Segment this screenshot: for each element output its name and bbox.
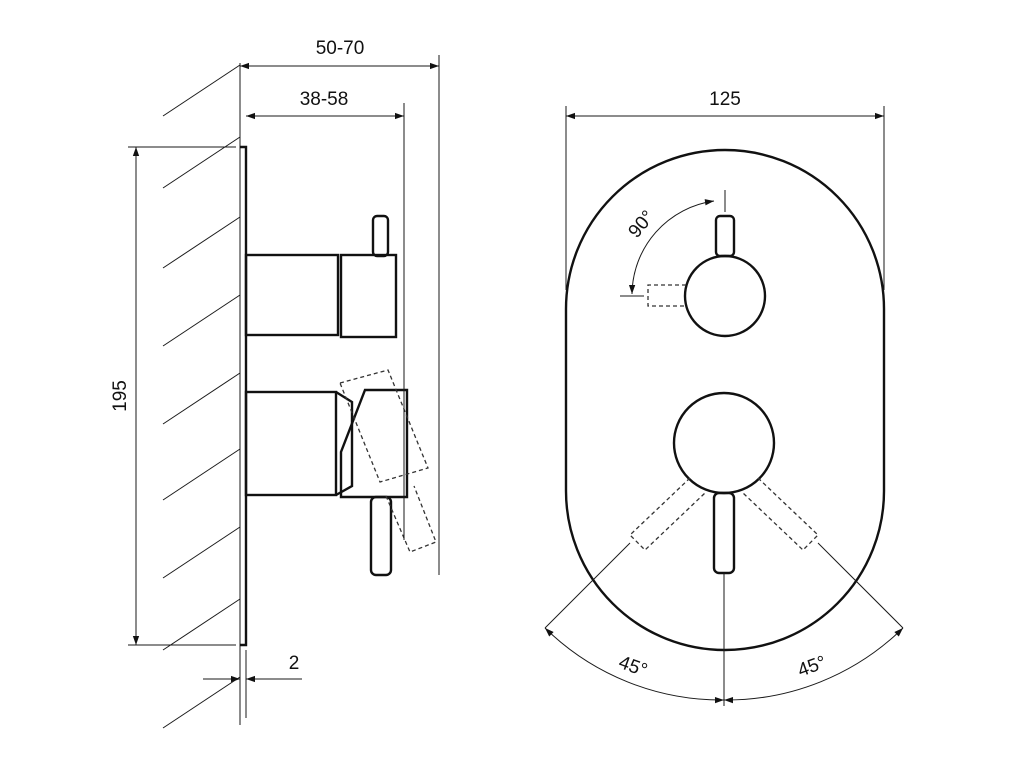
lower-collar bbox=[335, 390, 354, 497]
width-extension-lines bbox=[565, 106, 885, 290]
angle-bottom-left: 45° bbox=[616, 652, 650, 682]
bottom-lever-alt-positions bbox=[629, 477, 819, 551]
lower-cartridge bbox=[244, 390, 338, 497]
top-lever-alt-position bbox=[647, 284, 686, 307]
angle-arc-right bbox=[723, 627, 904, 704]
bottom-lever bbox=[712, 491, 736, 575]
extension-lines bbox=[128, 55, 440, 718]
lower-handle-alt-position bbox=[339, 369, 437, 553]
wall-hatching bbox=[162, 64, 241, 729]
bottom-knob bbox=[672, 391, 776, 495]
top-lever bbox=[714, 214, 736, 258]
rotation-arc-90 bbox=[628, 199, 715, 295]
angle-bottom-right: 45° bbox=[795, 652, 829, 682]
angle-reference-lines bbox=[544, 542, 904, 706]
lower-lever bbox=[369, 495, 393, 577]
dim-plate-thickness: 2 bbox=[289, 653, 300, 674]
dim-inner-depth: 38-58 bbox=[300, 89, 349, 110]
angle-arc-left bbox=[544, 627, 725, 704]
dim-width: 125 bbox=[709, 89, 741, 110]
side-view: 50-70 38-58 195 2 bbox=[110, 38, 440, 729]
dim-total-depth: 50-70 bbox=[316, 38, 365, 59]
dim-height: 195 bbox=[110, 380, 131, 412]
front-view: 90° 45° 45° 125 bbox=[544, 89, 904, 706]
upper-handle-body bbox=[339, 253, 398, 339]
front-cover-plate bbox=[564, 148, 886, 652]
angle-top-rotation: 90° bbox=[625, 207, 660, 243]
upper-lever bbox=[371, 214, 390, 258]
top-knob bbox=[683, 254, 767, 338]
upper-cartridge bbox=[244, 253, 340, 337]
